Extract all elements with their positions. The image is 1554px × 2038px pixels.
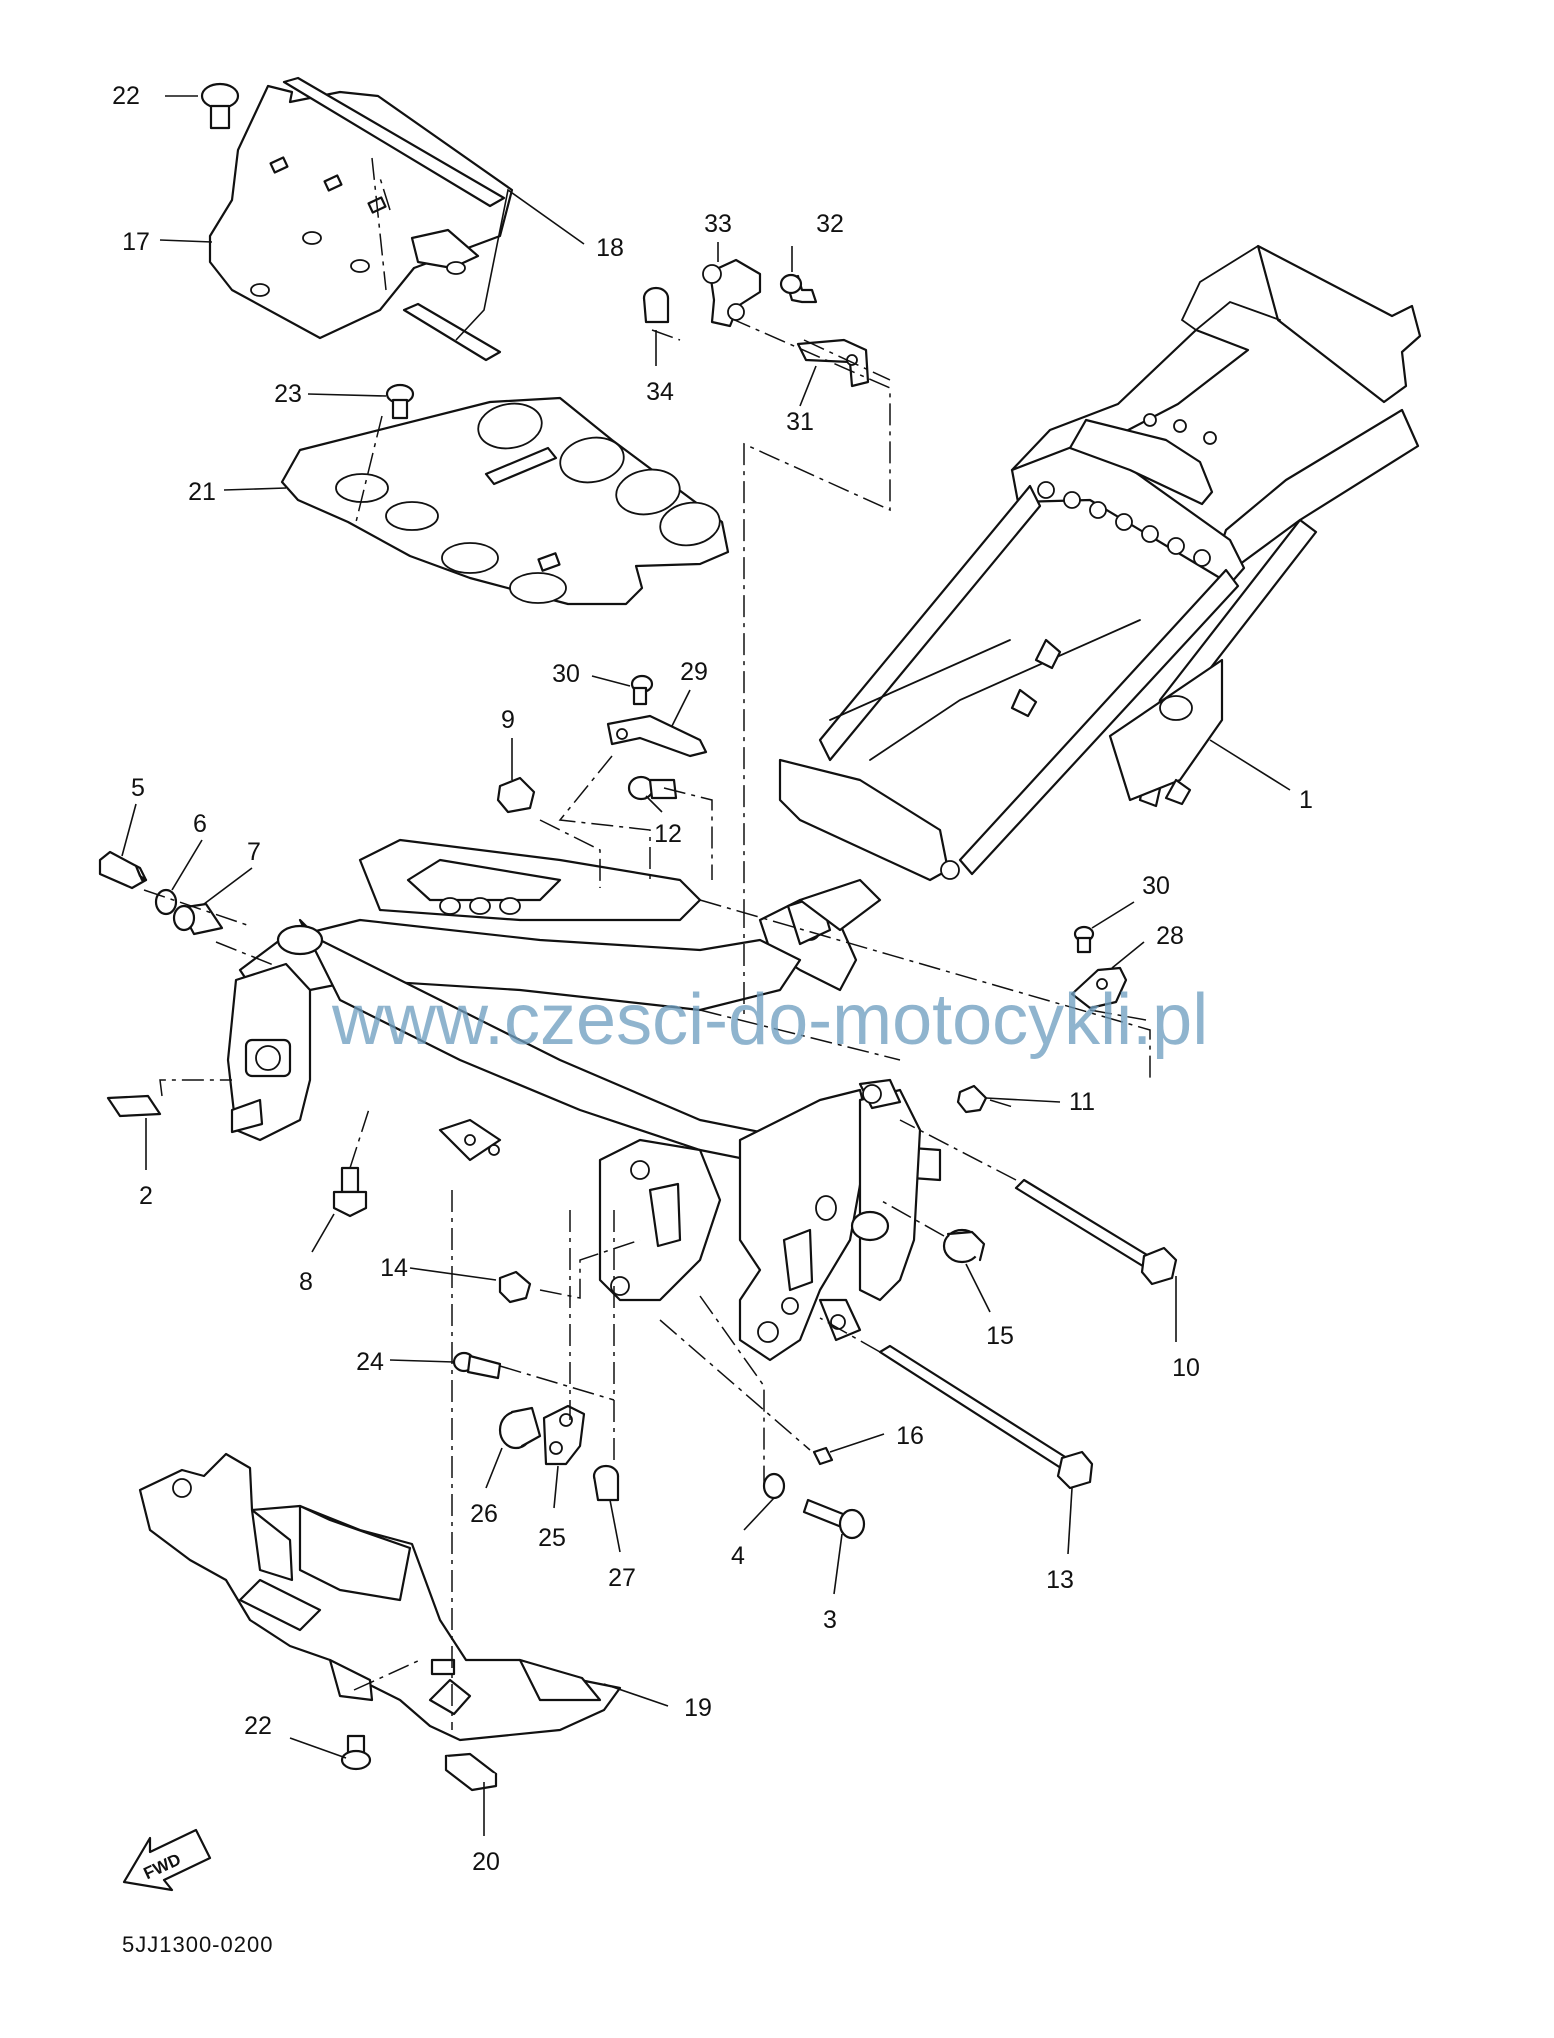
callout-29: 29 [680, 658, 708, 686]
part-9-nut [496, 776, 536, 814]
part-1-main-frame [226, 244, 1422, 1362]
diagram-code: 5JJ1300-0200 [122, 1932, 273, 1957]
callout-11: 11 [1069, 1088, 1095, 1116]
part-21-baffle-plate [280, 396, 730, 606]
part-24-bolt [452, 1351, 502, 1380]
callout-26: 26 [470, 1500, 498, 1528]
part-11-nut [956, 1084, 988, 1114]
callout-1: 1 [1299, 786, 1313, 814]
callout-31: 31 [786, 408, 814, 436]
part-4-washer [762, 1472, 786, 1500]
callout-5: 5 [131, 774, 145, 802]
callout-labels: 22 17 18 23 21 33 32 34 31 30 29 9 12 5 … [112, 82, 1313, 1876]
part-19-under-cover [138, 1452, 622, 1742]
callout-13: 13 [1046, 1566, 1074, 1594]
callout-16: 16 [896, 1422, 924, 1450]
callout-33: 33 [704, 210, 732, 238]
part-14-nut [498, 1270, 532, 1304]
part-31-stay [796, 338, 870, 388]
callout-8: 8 [299, 1268, 313, 1296]
callout-7: 7 [247, 838, 261, 866]
callout-3: 3 [823, 1606, 837, 1634]
callout-22: 22 [112, 82, 140, 110]
part-27-collar [592, 1464, 620, 1502]
part-17-plate-assembly [208, 84, 514, 340]
part-26-bush [498, 1406, 542, 1450]
part-8-bolt [332, 1166, 368, 1218]
part-23-clip [385, 383, 415, 420]
callout-18: 18 [596, 234, 624, 262]
part-10-long-bolt [1014, 1178, 1178, 1286]
part-32-bolt [779, 273, 818, 304]
callout-17: 17 [122, 228, 150, 256]
part-22-lower-grommet [340, 1734, 372, 1771]
part-13-long-bolt [878, 1344, 1094, 1490]
part-29-bracket [606, 714, 708, 758]
part-34-collar [642, 286, 670, 324]
forward-direction-arrow: FWD [122, 1828, 212, 1892]
callout-23: 23 [274, 380, 302, 408]
part-18-rubber-rails [282, 76, 506, 362]
callout-9: 9 [501, 706, 515, 734]
leader-lines [121, 95, 1291, 1836]
part-6-washer [154, 888, 178, 916]
callout-6: 6 [193, 810, 207, 838]
callout-32: 32 [816, 210, 844, 238]
callout-21: 21 [188, 478, 216, 506]
part-5-bolt [98, 850, 148, 890]
part-20-pad [444, 1752, 498, 1792]
callout-10: 10 [1172, 1354, 1200, 1382]
part-3-bolt [802, 1498, 866, 1540]
part-16-plug [812, 1446, 834, 1466]
callout-15: 15 [986, 1322, 1014, 1350]
callout-34: 34 [646, 378, 674, 406]
callout-27: 27 [608, 1564, 636, 1592]
callout-22-lower: 22 [244, 1712, 272, 1740]
part-33-bracket [702, 258, 762, 328]
callout-24: 24 [356, 1348, 384, 1376]
callout-25: 25 [538, 1524, 566, 1552]
part-30-screw-upper [630, 674, 654, 706]
callout-30-upper: 30 [552, 660, 580, 688]
watermark-text: www.czesci-do-motocykli.pl [331, 980, 1208, 1060]
callout-20: 20 [472, 1848, 500, 1876]
callout-4: 4 [731, 1542, 745, 1570]
part-25-link [542, 1404, 586, 1466]
part-2-pad [106, 1094, 162, 1118]
part-7-collar [172, 902, 224, 936]
part-30-screw-right [1073, 925, 1095, 954]
callout-12: 12 [654, 820, 682, 848]
part-22-upper-grommet [200, 82, 240, 130]
part-28-bracket [1070, 966, 1128, 1010]
callout-28: 28 [1156, 922, 1184, 950]
part-12-bolt [627, 775, 678, 801]
callout-14: 14 [380, 1254, 408, 1282]
alignment-lines [143, 157, 1151, 1730]
callout-2: 2 [139, 1182, 153, 1210]
callout-30-right: 30 [1142, 872, 1170, 900]
callout-19: 19 [684, 1694, 712, 1722]
part-15-cap [942, 1228, 986, 1264]
